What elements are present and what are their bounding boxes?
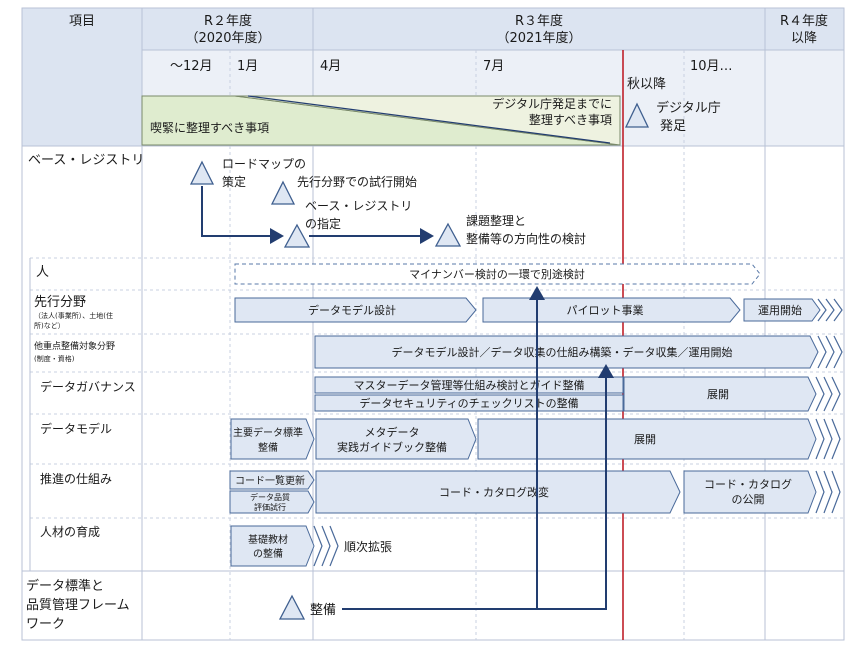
agency-label-1: デジタル庁	[656, 100, 721, 116]
roadmap-label-1: ロードマップの	[222, 157, 306, 171]
row-priority-1: 他重点整備対象分野	[34, 340, 115, 352]
basic-label-1: 基礎教材	[248, 533, 288, 546]
trial-label: 先行分野での試行開始	[297, 174, 417, 189]
designate-triangle	[283, 223, 311, 248]
dq-bar	[229, 490, 315, 514]
row-pioneer: 先行分野	[34, 295, 86, 310]
urgent-label: 喫緊に整理すべき事項	[150, 120, 269, 135]
main-std-bar	[230, 418, 315, 460]
row-people: 人	[36, 265, 49, 280]
issues-triangle	[434, 222, 462, 247]
deploy-model-bar	[477, 418, 817, 460]
std-done-label: 整備	[310, 602, 336, 618]
header-band	[22, 8, 844, 50]
table-frame	[21, 7, 845, 641]
ops-start-label: 運用開始	[758, 303, 802, 317]
row-pioneer-sub1: （法人(事業所）、土地(住	[34, 311, 113, 320]
meta-label-1: メタデータ	[365, 425, 420, 439]
deploy-gov-bar	[623, 376, 817, 412]
month-oct: 10月…	[690, 59, 733, 74]
row-mechanism: 推進の仕組み	[40, 472, 112, 486]
security-bar	[314, 394, 624, 412]
code-improve-label: コード・カタログ改変	[439, 485, 549, 499]
month-autumn: 秋以降	[627, 77, 666, 92]
mynumber-box	[234, 263, 761, 285]
mynumber-label: マイナンバー検討の一環で別途検討	[409, 267, 585, 281]
dq-label-1: データ品質	[250, 492, 290, 502]
basic-label-2: の整備	[253, 547, 283, 560]
month-apr: 4月	[320, 59, 341, 74]
chevrons-pioneer	[817, 298, 843, 322]
meta-bar	[315, 418, 477, 460]
item-header: 項目	[69, 14, 95, 29]
meta-label-2: 実践ガイドブック整備	[337, 440, 447, 454]
r3-header-sub: （2021年度）	[496, 30, 581, 46]
pilot-label: パイロット事業	[567, 304, 644, 317]
row-priority-2: (制度・資格)	[34, 354, 75, 363]
r3-header: R３年度	[515, 13, 563, 29]
row-hr: 人材の育成	[40, 524, 100, 539]
row-std-3: ワーク	[26, 617, 65, 632]
trial-triangle	[270, 180, 296, 205]
code-update-bar	[229, 470, 315, 490]
month-dec: ～12月	[170, 59, 213, 74]
pilot-bar	[482, 297, 741, 323]
dm-design-bar	[234, 297, 477, 323]
row-model: データモデル	[40, 421, 112, 436]
master-data-label: マスターデータ管理等仕組み検討とガイド整備	[354, 378, 585, 392]
row-governance: データガバナンス	[40, 379, 136, 394]
deploy-gov-label: 展開	[707, 388, 729, 401]
roadmap-triangle	[189, 160, 215, 185]
code-pub-bar	[683, 470, 817, 514]
ops-start-bar	[743, 298, 821, 322]
r4-header-sub: 以降	[791, 31, 817, 46]
code-update-label: コード一覧更新	[235, 474, 305, 487]
chevrons-model	[815, 418, 841, 460]
chevrons-hr	[313, 525, 339, 567]
issues-label-1: 課題整理と	[466, 213, 526, 228]
expand-label: 順次拡張	[344, 540, 392, 554]
digital-wedge	[234, 95, 621, 146]
row-std-1: データ標準と	[26, 578, 104, 594]
chevrons-mechanism	[815, 470, 841, 514]
month-jan: 1月	[237, 59, 258, 74]
feedback-line-priority	[537, 364, 614, 610]
dq-label-2: 評価試行	[254, 502, 286, 512]
month-jul: 7月	[483, 59, 504, 74]
r4-header: R４年度	[780, 13, 828, 29]
item-header-cell	[22, 50, 142, 146]
connector-roadmap	[201, 186, 284, 244]
row-base-registry: ベース・レジストリ	[28, 153, 144, 168]
roadmap-label-2: 策定	[222, 174, 246, 189]
code-pub-label-1: コード・カタログ	[704, 477, 792, 491]
r2-header-sub: （2020年度）	[185, 30, 270, 46]
main-std-label-2: 整備	[258, 441, 278, 454]
row-std-2: 品質管理フレーム	[26, 598, 130, 613]
digital-label-1: デジタル庁発足までに	[492, 96, 612, 111]
digital-label-2: 整理すべき事項	[529, 112, 612, 127]
deploy-model-label: 展開	[634, 433, 656, 446]
basic-bar	[230, 525, 315, 567]
priority-bar	[314, 335, 819, 369]
master-data-bar	[314, 376, 624, 394]
chevrons-gov	[815, 376, 841, 412]
r2-header: R２年度	[204, 13, 252, 29]
code-pub-label-2: の公開	[732, 493, 765, 506]
issues-label-2: 整備等の方向性の検討	[466, 231, 586, 246]
priority-label: データモデル設計／データ収集の仕組み構築・データ収集／運用開始	[392, 345, 733, 359]
code-improve-bar	[315, 470, 681, 514]
security-label: データセキュリティのチェックリストの整備	[359, 396, 578, 410]
agency-triangle	[624, 102, 650, 128]
agency-label-2: 発足	[660, 119, 686, 134]
chevrons-priority	[817, 335, 843, 369]
designate-label-2: の指定	[305, 216, 341, 231]
designate-label-1: ベース・レジストリ	[305, 199, 412, 213]
main-std-label-1: 主要データ標準	[233, 426, 303, 439]
std-triangle	[278, 594, 306, 620]
row-pioneer-sub2: 所)など）	[34, 321, 65, 330]
dm-design-label: データモデル設計	[308, 303, 396, 317]
